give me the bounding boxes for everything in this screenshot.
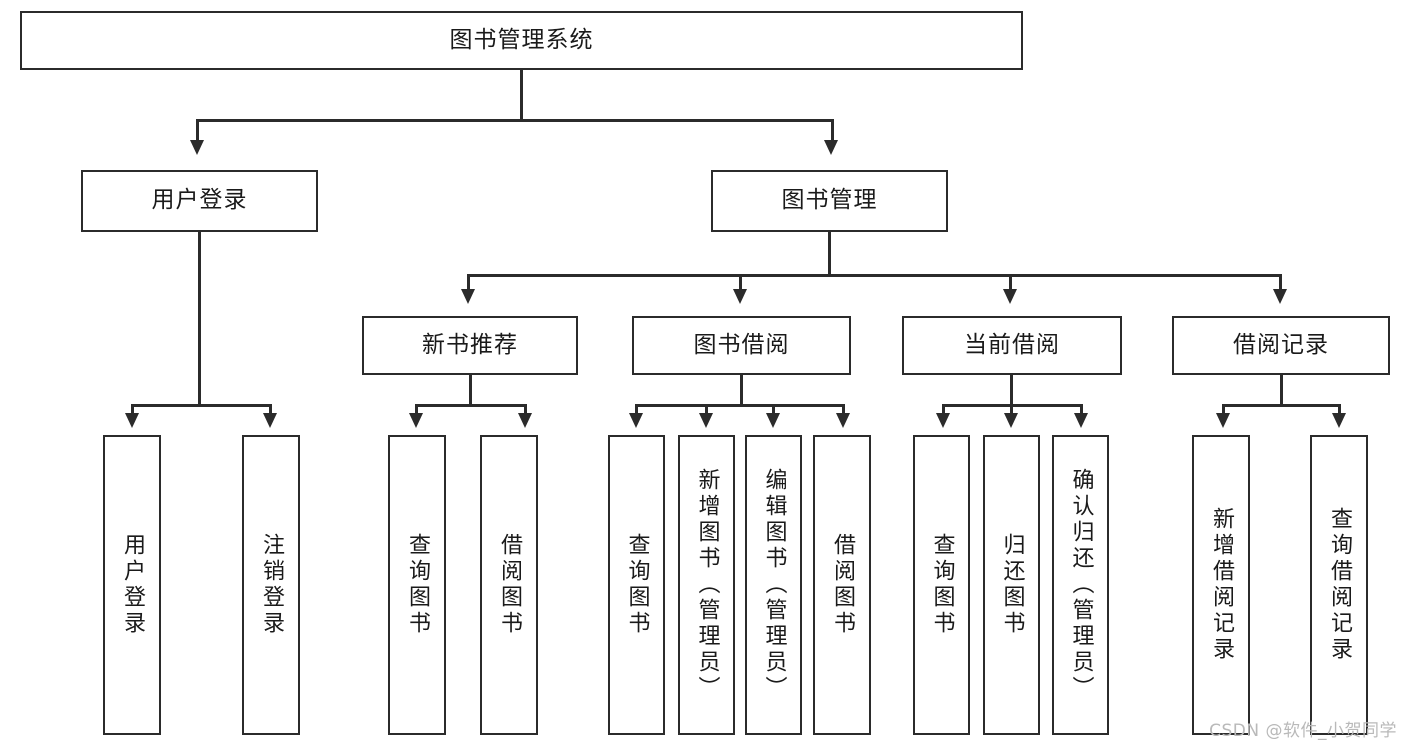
connector-cb-drop-3 (1080, 404, 1083, 416)
node-leaf-logout[interactable]: 注销登录 (242, 435, 300, 735)
connector-bb-drop-4 (842, 404, 845, 416)
node-label: 用户登录 (119, 533, 145, 637)
node-label: 借阅图书 (829, 533, 855, 637)
arrow-to-borrow-record (1273, 289, 1287, 304)
node-leaf-borrow-book-bb[interactable]: 借阅图书 (813, 435, 871, 735)
connector-nbr-bus (415, 404, 526, 407)
connector-br-stem (1280, 375, 1283, 405)
connector-book-management-bus (467, 274, 1279, 277)
connector-root-to-book-management (831, 119, 834, 147)
node-label: 新增借阅记录 (1208, 507, 1234, 663)
arrow-root-to-book-management (824, 140, 838, 155)
node-user-login[interactable]: 用户登录 (81, 170, 318, 232)
node-leaf-query-book-nbr[interactable]: 查询图书 (388, 435, 446, 735)
connector-bm-drop-3 (1009, 274, 1012, 294)
arrow-to-book-borrow (733, 289, 747, 304)
node-label: 当前借阅 (964, 331, 1060, 358)
node-label: 查询图书 (404, 533, 430, 637)
connector-bm-drop-4 (1279, 274, 1282, 294)
arrow-to-cb-leaf-1 (936, 413, 950, 428)
node-label: 图书借阅 (693, 331, 790, 358)
arrow-to-cb-leaf-2 (1004, 413, 1018, 428)
connector-bb-drop-2 (705, 404, 708, 416)
arrow-to-user-login-leaf (125, 413, 139, 428)
node-label: 确认归还（管理员） (1068, 468, 1094, 702)
arrow-to-nbr-leaf-1 (409, 413, 423, 428)
connector-bb-stem (740, 375, 743, 405)
node-leaf-query-book-cb[interactable]: 查询图书 (913, 435, 970, 735)
arrow-to-cb-leaf-3 (1074, 413, 1088, 428)
connector-nbr-drop-1 (415, 404, 418, 416)
node-leaf-confirm-return-admin[interactable]: 确认归还（管理员） (1052, 435, 1109, 735)
arrow-to-logout-leaf (263, 413, 277, 428)
connector-nbr-drop-2 (524, 404, 527, 416)
node-label: 归还图书 (999, 533, 1025, 637)
connector-book-management-stem (828, 232, 831, 275)
connector-bb-drop-1 (635, 404, 638, 416)
connector-br-drop-2 (1338, 404, 1341, 416)
connector-cb-drop-1 (942, 404, 945, 416)
node-leaf-query-book-bb[interactable]: 查询图书 (608, 435, 665, 735)
arrow-to-current-borrow (1003, 289, 1017, 304)
node-leaf-add-book-admin[interactable]: 新增图书（管理员） (678, 435, 735, 735)
node-label: 编辑图书（管理员） (761, 468, 787, 702)
arrow-to-nbr-leaf-2 (518, 413, 532, 428)
node-label: 图书管理系统 (449, 26, 594, 53)
node-leaf-add-borrow-record[interactable]: 新增借阅记录 (1192, 435, 1250, 735)
arrow-to-bb-leaf-4 (836, 413, 850, 428)
node-label: 注销登录 (258, 533, 284, 637)
connector-bb-bus (635, 404, 844, 407)
connector-bm-drop-1 (467, 274, 470, 294)
node-label: 借阅图书 (496, 533, 522, 637)
node-leaf-return-book[interactable]: 归还图书 (983, 435, 1040, 735)
node-leaf-user-login[interactable]: 用户登录 (103, 435, 161, 735)
connector-nbr-stem (469, 375, 472, 405)
node-leaf-borrow-book-nbr[interactable]: 借阅图书 (480, 435, 538, 735)
node-label: 图书管理 (781, 187, 878, 214)
connector-user-login-drop-1 (131, 404, 134, 416)
connector-user-login-drop-2 (269, 404, 272, 416)
connector-br-drop-1 (1222, 404, 1225, 416)
node-label: 查询借阅记录 (1326, 507, 1352, 663)
node-label: 借阅记录 (1233, 331, 1329, 358)
node-leaf-query-borrow-record[interactable]: 查询借阅记录 (1310, 435, 1368, 735)
arrow-to-new-book-recommend (461, 289, 475, 304)
arrow-to-bb-leaf-1 (629, 413, 643, 428)
connector-bm-drop-2 (739, 274, 742, 294)
node-label: 新增图书（管理员） (694, 468, 720, 702)
arrow-to-bb-leaf-2 (699, 413, 713, 428)
connector-cb-drop-2 (1010, 404, 1013, 416)
node-label: 查询图书 (929, 533, 955, 637)
connector-root-stem (520, 70, 523, 120)
node-new-book-recommend[interactable]: 新书推荐 (362, 316, 578, 375)
node-root-book-management-system[interactable]: 图书管理系统 (20, 11, 1023, 70)
node-borrow-record[interactable]: 借阅记录 (1172, 316, 1390, 375)
arrow-root-to-user-login (190, 140, 204, 155)
node-leaf-edit-book-admin[interactable]: 编辑图书（管理员） (745, 435, 802, 735)
watermark-text: CSDN @软件_小贺同学 (1209, 721, 1397, 741)
connector-bb-drop-3 (772, 404, 775, 416)
node-label: 用户登录 (151, 187, 248, 214)
node-book-borrow[interactable]: 图书借阅 (632, 316, 851, 375)
node-label: 查询图书 (624, 533, 650, 637)
connector-root-bus (196, 119, 833, 122)
connector-br-bus (1222, 404, 1340, 407)
node-label: 新书推荐 (422, 331, 518, 358)
node-book-management[interactable]: 图书管理 (711, 170, 948, 232)
connector-cb-stem (1010, 375, 1013, 405)
node-current-borrow[interactable]: 当前借阅 (902, 316, 1122, 375)
connector-user-login-stem (198, 232, 201, 405)
arrow-to-br-leaf-2 (1332, 413, 1346, 428)
connector-user-login-bus (131, 404, 270, 407)
connector-root-to-user-login (196, 119, 199, 147)
arrow-to-bb-leaf-3 (766, 413, 780, 428)
arrow-to-br-leaf-1 (1216, 413, 1230, 428)
